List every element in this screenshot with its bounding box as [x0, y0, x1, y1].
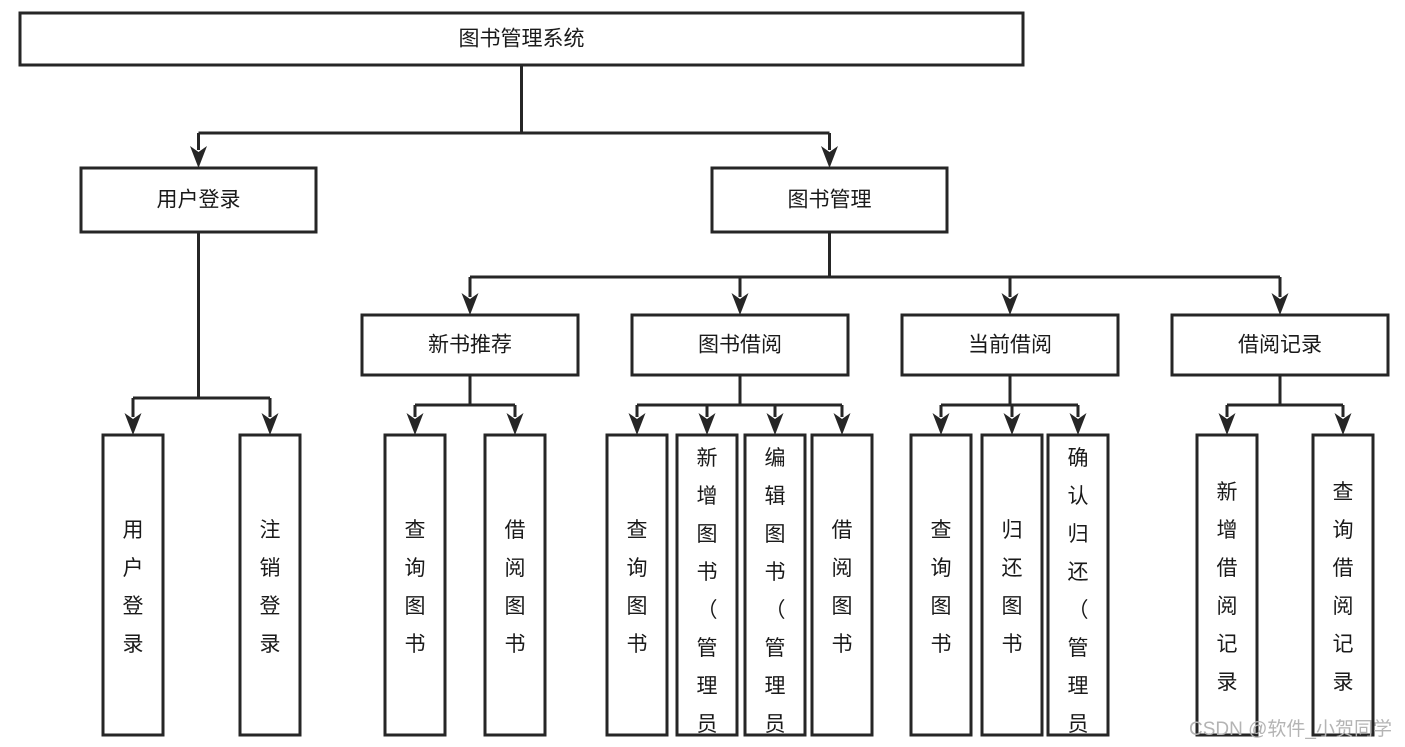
edge-group-borrow_record [1218, 375, 1352, 435]
node-box-current_borrow[interactable] [900, 313, 1120, 377]
edge-group-user_login [124, 232, 279, 435]
node-label-leaf_add_book: 新增图书（管理员） [697, 447, 718, 747]
node-box-leaf_edit_book[interactable] [743, 433, 807, 737]
edge-group-book_manage [461, 232, 1289, 315]
node-book_borrow[interactable]: 图书借阅 [630, 313, 850, 377]
node-box-leaf_user_login[interactable] [101, 433, 165, 737]
arrow-head-leaf_borrow_book_2 [833, 413, 851, 435]
node-leaf_query_record[interactable]: 查询借阅记录 [1311, 433, 1375, 737]
arrow-head-leaf_query_book_2 [628, 413, 646, 435]
arrow-head-borrow_record [1271, 293, 1289, 315]
node-label-leaf_query_book_1: 查询图书 [405, 519, 426, 656]
arrow-head-leaf_confirm_return [1069, 413, 1087, 435]
node-box-leaf_borrow_book_1[interactable] [483, 433, 547, 737]
node-user_login[interactable]: 用户登录 [79, 166, 318, 234]
node-label-current_borrow: 当前借阅 [968, 334, 1052, 357]
arrow-head-leaf_edit_book [766, 413, 784, 435]
node-box-leaf_confirm_return[interactable] [1046, 433, 1110, 737]
arrow-head-leaf_query_book_1 [406, 413, 424, 435]
node-leaf_return_book[interactable]: 归还图书 [980, 433, 1044, 737]
node-label-leaf_query_book_3: 查询图书 [931, 519, 952, 656]
node-label-leaf_borrow_book_2: 借阅图书 [832, 519, 853, 656]
node-leaf_borrow_book_1[interactable]: 借阅图书 [483, 433, 547, 737]
node-label-leaf_confirm_return: 确认归还（管理员） [1068, 447, 1089, 747]
node-box-leaf_query_book_3[interactable] [909, 433, 973, 737]
node-leaf_add_book[interactable]: 新增图书（管理员） [675, 433, 739, 747]
arrow-head-user_login [190, 146, 207, 168]
arrow-head-leaf_user_login [124, 413, 142, 435]
node-label-leaf_query_record: 查询借阅记录 [1333, 481, 1354, 694]
node-box-new_book_rec[interactable] [360, 313, 580, 377]
node-new_book_rec[interactable]: 新书推荐 [360, 313, 580, 377]
edge-group-root [190, 65, 838, 168]
node-label-leaf_add_record: 新增借阅记录 [1217, 481, 1238, 694]
csdn-watermark: CSDN @软件_小贺同学 [1189, 718, 1392, 740]
node-box-leaf_query_book_1[interactable] [383, 433, 447, 737]
node-label-book_manage: 图书管理 [788, 189, 872, 212]
arrow-head-leaf_query_record [1334, 413, 1352, 435]
edge-group-current_borrow [932, 375, 1087, 435]
node-leaf_query_book_2[interactable]: 查询图书 [605, 433, 669, 737]
arrow-head-book_borrow [731, 293, 749, 315]
arrow-head-new_book_rec [461, 293, 479, 315]
node-box-leaf_query_book_2[interactable] [605, 433, 669, 737]
node-box-leaf_query_record[interactable] [1311, 433, 1375, 737]
arrow-head-leaf_return_book [1003, 413, 1021, 435]
node-root[interactable]: 图书管理系统 [18, 11, 1025, 67]
node-label-user_login: 用户登录 [157, 189, 241, 212]
node-leaf_logout[interactable]: 注销登录 [238, 433, 302, 737]
node-borrow_record[interactable]: 借阅记录 [1170, 313, 1390, 377]
connector-layer [124, 65, 1352, 435]
node-book_manage[interactable]: 图书管理 [710, 166, 949, 234]
node-label-book_borrow: 图书借阅 [698, 334, 782, 357]
node-current_borrow[interactable]: 当前借阅 [900, 313, 1120, 377]
node-label-leaf_edit_book: 编辑图书（管理员） [765, 447, 786, 747]
node-box-leaf_add_record[interactable] [1195, 433, 1259, 737]
arrow-head-leaf_add_record [1218, 413, 1236, 435]
node-leaf_query_book_3[interactable]: 查询图书 [909, 433, 973, 737]
node-leaf_user_login[interactable]: 用户登录 [101, 433, 165, 737]
node-label-leaf_return_book: 归还图书 [1002, 519, 1023, 656]
node-label-leaf_borrow_book_1: 借阅图书 [505, 519, 526, 656]
edge-group-new_book_rec [406, 375, 524, 435]
node-box-leaf_borrow_book_2[interactable] [810, 433, 874, 737]
node-box-borrow_record[interactable] [1170, 313, 1390, 377]
arrow-head-book_manage [821, 146, 838, 168]
node-label-leaf_user_login: 用户登录 [123, 519, 144, 656]
node-box-leaf_add_book[interactable] [675, 433, 739, 737]
node-leaf_confirm_return[interactable]: 确认归还（管理员） [1046, 433, 1110, 747]
node-leaf_query_book_1[interactable]: 查询图书 [383, 433, 447, 737]
arrow-head-current_borrow [1001, 293, 1019, 315]
node-box-book_manage[interactable] [710, 166, 949, 234]
arrow-head-leaf_borrow_book_1 [506, 413, 524, 435]
node-box-leaf_return_book[interactable] [980, 433, 1044, 737]
node-leaf_add_record[interactable]: 新增借阅记录 [1195, 433, 1259, 737]
node-label-root: 图书管理系统 [459, 28, 585, 51]
arrow-head-leaf_logout [261, 413, 279, 435]
node-layer: 图书管理系统用户登录图书管理新书推荐图书借阅当前借阅借阅记录用户登录注销登录查询… [18, 11, 1390, 747]
arrow-head-leaf_query_book_3 [932, 413, 950, 435]
node-leaf_edit_book[interactable]: 编辑图书（管理员） [743, 433, 807, 747]
node-box-book_borrow[interactable] [630, 313, 850, 377]
node-leaf_borrow_book_2[interactable]: 借阅图书 [810, 433, 874, 737]
node-label-new_book_rec: 新书推荐 [428, 334, 512, 357]
node-box-root[interactable] [18, 11, 1025, 67]
node-label-borrow_record: 借阅记录 [1238, 334, 1322, 357]
node-box-user_login[interactable] [79, 166, 318, 234]
node-label-leaf_query_book_2: 查询图书 [627, 519, 648, 656]
node-label-leaf_logout: 注销登录 [260, 519, 281, 656]
arrow-head-leaf_add_book [698, 413, 716, 435]
edge-group-book_borrow [628, 375, 851, 435]
node-box-leaf_logout[interactable] [238, 433, 302, 737]
